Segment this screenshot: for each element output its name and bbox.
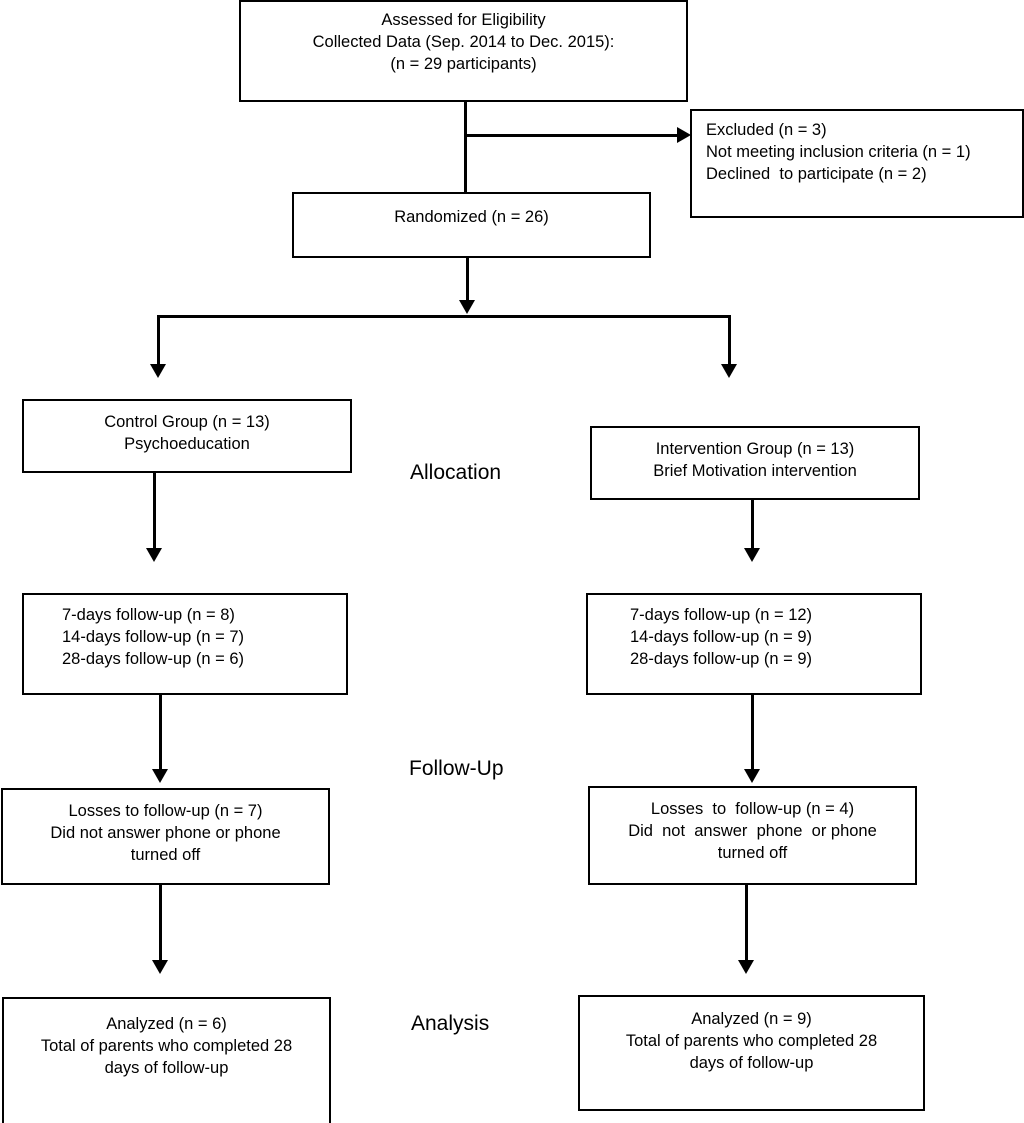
- connector-control-followup-arrowhead: [146, 548, 162, 562]
- node-control-analyzed: Analyzed (n = 6) Total of parents who co…: [2, 997, 331, 1123]
- connector-excluded-line: [464, 134, 679, 137]
- node-intervention-followup: 7-days follow-up (n = 12) 14-days follow…: [586, 593, 922, 695]
- node-excluded: Excluded (n = 3) Not meeting inclusion c…: [690, 109, 1024, 218]
- control-group-line-1: Control Group (n = 13): [104, 413, 270, 431]
- excluded-line-1: Excluded (n = 3): [706, 121, 827, 139]
- connector-control-losses-to-analyzed: [159, 885, 162, 963]
- control-losses-line-2: Did not answer phone or phone: [50, 823, 281, 842]
- randomized-line-1: Randomized (n = 26): [394, 208, 549, 226]
- node-control-followup: 7-days follow-up (n = 8) 14-days follow-…: [22, 593, 348, 695]
- connector-intervention-analyzed-arrowhead: [738, 960, 754, 974]
- enrollment-line-2: Collected Data (Sep. 2014 to Dec. 2015):: [312, 32, 615, 51]
- connector-control-group-to-followup: [153, 473, 156, 551]
- node-intervention-group: Intervention Group (n = 13) Brief Motiva…: [590, 426, 920, 500]
- excluded-line-3: Declined to participate (n = 2): [706, 164, 927, 183]
- connector-randomized-arrowhead: [459, 300, 475, 314]
- connector-enrollment-trunk: [464, 101, 467, 193]
- intervention-losses-line-1: Losses to follow-up (n = 4): [650, 800, 855, 818]
- connector-intervention-losses-to-analyzed: [745, 885, 748, 963]
- intervention-analyzed-line-1: Analyzed (n = 9): [691, 1010, 812, 1028]
- intervention-losses-line-3: turned off: [717, 843, 788, 862]
- excluded-line-2: Not meeting inclusion criteria (n = 1): [706, 142, 971, 161]
- intervention-group-line-1: Intervention Group (n = 13): [655, 440, 855, 458]
- connector-randomized-down: [466, 257, 469, 304]
- connector-excluded-arrowhead: [677, 127, 691, 143]
- control-analyzed-line-3: days of follow-up: [104, 1058, 229, 1077]
- connector-allocation-left-stem: [157, 315, 160, 367]
- node-assessed-for-eligibility: Assessed for Eligibility Collected Data …: [239, 0, 688, 102]
- connector-intervention-group-to-followup: [751, 500, 754, 552]
- connector-intervention-followup-to-losses: [751, 695, 754, 772]
- stage-label-allocation: Allocation: [410, 461, 502, 484]
- intervention-followup-line-1: 7-days follow-up (n = 12): [630, 606, 813, 624]
- control-group-line-2: Psychoeducation: [124, 434, 250, 453]
- intervention-followup-line-3: 28-days follow-up (n = 9): [630, 649, 813, 668]
- connector-allocation-right-arrowhead: [721, 364, 737, 378]
- connector-allocation-bar: [157, 315, 731, 318]
- enrollment-line-1: Assessed for Eligibility: [381, 11, 546, 29]
- connector-intervention-followup-arrowhead: [744, 548, 760, 562]
- stage-label-analysis: Analysis: [411, 1012, 490, 1035]
- enrollment-line-3: (n = 29 participants): [390, 54, 537, 73]
- node-intervention-losses: Losses to follow-up (n = 4) Did not answ…: [588, 786, 917, 885]
- connector-control-losses-arrowhead: [152, 769, 168, 783]
- connector-control-followup-to-losses: [159, 695, 162, 772]
- node-intervention-analyzed: Analyzed (n = 9) Total of parents who co…: [578, 995, 925, 1111]
- control-analyzed-line-2: Total of parents who completed 28: [40, 1036, 293, 1055]
- node-control-group: Control Group (n = 13) Psychoeducation: [22, 399, 352, 473]
- intervention-group-line-2: Brief Motivation intervention: [653, 461, 857, 480]
- control-analyzed-line-1: Analyzed (n = 6): [106, 1015, 227, 1033]
- intervention-analyzed-line-2: Total of parents who completed 28: [625, 1031, 878, 1050]
- control-losses-line-3: turned off: [130, 845, 201, 864]
- control-followup-line-2: 14-days follow-up (n = 7): [62, 627, 245, 646]
- connector-intervention-losses-arrowhead: [744, 769, 760, 783]
- control-followup-line-3: 28-days follow-up (n = 6): [62, 649, 245, 668]
- connector-allocation-left-arrowhead: [150, 364, 166, 378]
- connector-control-analyzed-arrowhead: [152, 960, 168, 974]
- connector-allocation-right-stem: [728, 315, 731, 367]
- intervention-losses-line-2: Did not answer phone or phone: [628, 821, 877, 840]
- control-losses-line-1: Losses to follow-up (n = 7): [68, 802, 263, 820]
- stage-label-followup: Follow-Up: [409, 757, 504, 780]
- node-randomized: Randomized (n = 26): [292, 192, 651, 258]
- intervention-analyzed-line-3: days of follow-up: [689, 1053, 814, 1072]
- control-followup-line-1: 7-days follow-up (n = 8): [62, 606, 235, 624]
- intervention-followup-line-2: 14-days follow-up (n = 9): [630, 627, 813, 646]
- node-control-losses: Losses to follow-up (n = 7) Did not answ…: [1, 788, 330, 885]
